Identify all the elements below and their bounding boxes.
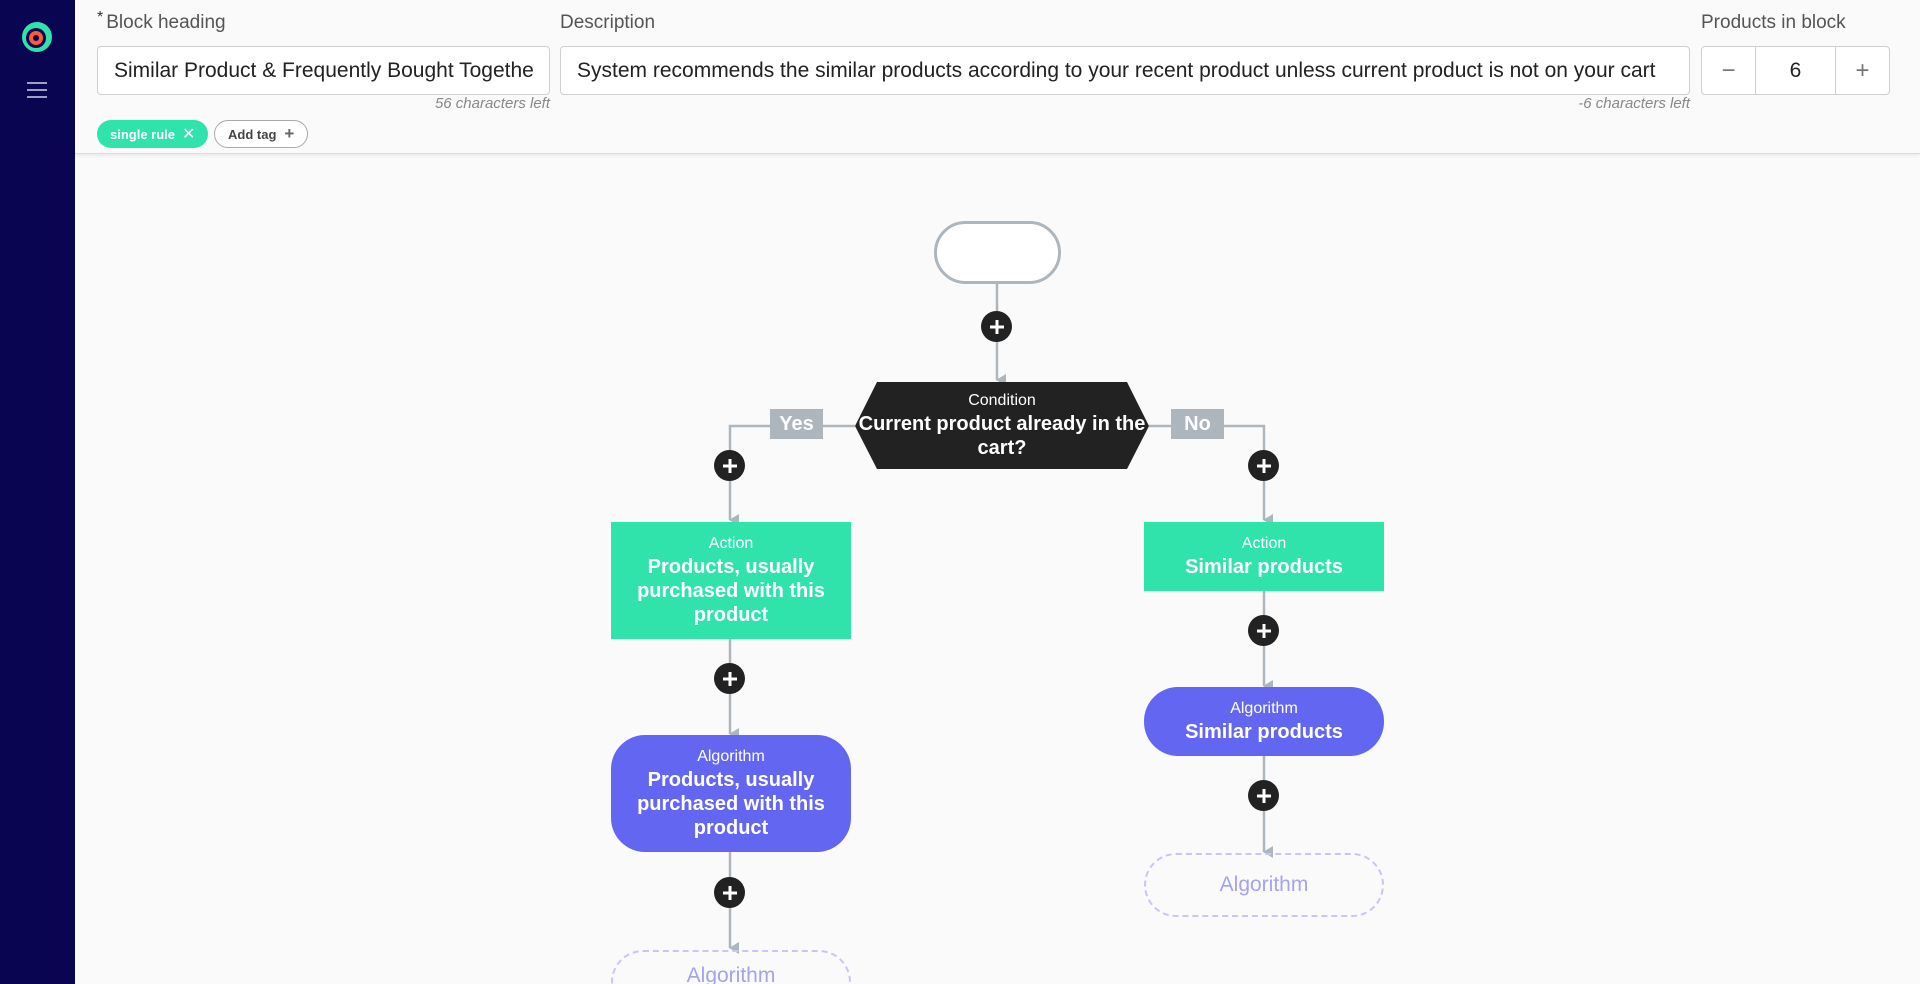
right-algorithm-title: Similar products <box>1185 720 1343 743</box>
yes-branch-label: Yes <box>770 409 823 439</box>
right-action-node[interactable]: Action Similar products <box>1144 522 1384 591</box>
menu-icon[interactable] <box>27 81 47 99</box>
left-action-kind: Action <box>708 534 754 552</box>
connector-no <box>1149 424 1273 526</box>
right-algorithm-placeholder[interactable]: Algorithm <box>1144 853 1384 917</box>
add-step-button[interactable] <box>981 311 1012 342</box>
add-step-button[interactable] <box>1248 780 1279 811</box>
logo-icon[interactable] <box>21 21 53 53</box>
add-step-button[interactable] <box>714 877 745 908</box>
right-algorithm-kind: Algorithm <box>1230 699 1298 717</box>
description-label: Description <box>560 12 656 33</box>
right-placeholder-title: Algorithm <box>1219 873 1309 896</box>
close-icon[interactable]: ✕ <box>182 126 196 143</box>
add-step-button[interactable] <box>1248 450 1279 481</box>
right-action-title: Similar products <box>1185 555 1343 578</box>
add-tag-button[interactable]: Add tag + <box>214 120 309 148</box>
start-node[interactable] <box>934 221 1061 284</box>
right-action-kind: Action <box>1241 534 1287 552</box>
tag-label: single rule <box>110 126 176 142</box>
block-heading-label-text: Block heading <box>106 12 226 33</box>
condition-node[interactable]: Condition Current product already in the… <box>855 382 1149 469</box>
plus-icon: + <box>284 124 295 143</box>
products-count-stepper: − 6 + <box>1701 46 1890 95</box>
decrement-button[interactable]: − <box>1721 56 1736 84</box>
description-input[interactable] <box>560 46 1690 95</box>
no-branch-label: No <box>1171 409 1224 439</box>
add-step-button[interactable] <box>714 450 745 481</box>
description-hint: -6 characters left <box>1578 95 1690 112</box>
required-marker: * <box>97 9 104 26</box>
condition-shape <box>855 382 1149 469</box>
left-placeholder-title: Algorithm <box>686 964 776 984</box>
add-step-button[interactable] <box>1248 615 1279 646</box>
block-heading-input[interactable] <box>97 46 550 95</box>
left-action-title: Products, usually purchased with this pr… <box>637 555 825 626</box>
block-settings-header: *Block heading 56 characters left Descri… <box>75 0 1920 154</box>
increment-button[interactable]: + <box>1855 56 1870 84</box>
flow-canvas: Condition Current product already in the… <box>75 154 1920 984</box>
condition-title: Current product already in the cart? <box>858 412 1146 459</box>
tag-single-rule: single rule ✕ <box>97 120 209 148</box>
products-count-value[interactable]: 6 <box>1755 47 1836 94</box>
left-algorithm-kind: Algorithm <box>697 747 765 765</box>
block-heading-hint: 56 characters left <box>434 95 550 112</box>
add-step-button[interactable] <box>714 663 745 694</box>
left-algorithm-title: Products, usually purchased with this pr… <box>637 768 825 839</box>
products-in-block-label: Products in block <box>1701 12 1846 33</box>
left-algorithm-node[interactable]: Algorithm Products, usually purchased wi… <box>611 735 851 852</box>
condition-kind: Condition <box>968 391 1036 409</box>
left-algorithm-placeholder[interactable]: Algorithm <box>611 950 851 984</box>
left-action-node[interactable]: Action Products, usually purchased with … <box>611 522 851 639</box>
sidebar <box>0 0 75 984</box>
add-tag-label: Add tag <box>228 126 277 142</box>
connector-yes <box>728 424 855 526</box>
right-algorithm-node[interactable]: Algorithm Similar products <box>1144 687 1384 756</box>
block-heading-label: *Block heading <box>97 9 226 34</box>
